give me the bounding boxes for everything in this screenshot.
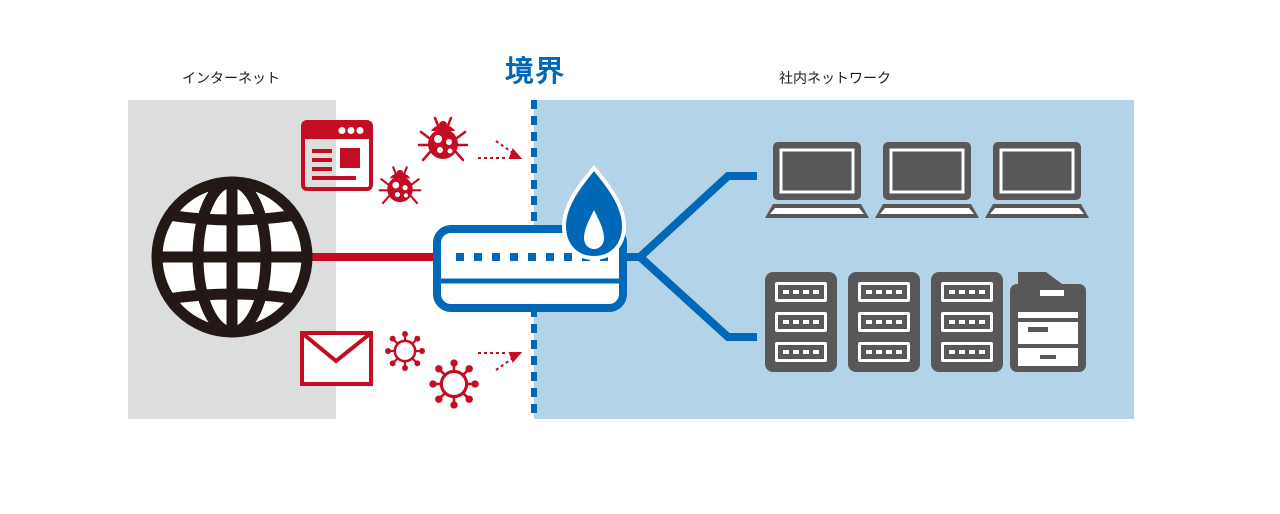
flame-icon	[561, 164, 627, 261]
virus-icon	[427, 357, 481, 411]
mail-envelope-icon	[300, 331, 373, 386]
browser-window-icon	[301, 120, 373, 191]
attack-arrow-lower	[478, 352, 523, 371]
internet-label: インターネット	[182, 71, 280, 87]
internet-connection-line	[300, 253, 436, 261]
intranet-branch-lines	[626, 172, 757, 341]
boundary-label: 境界	[504, 54, 565, 88]
laptop-icon	[763, 140, 871, 220]
laptop-icon	[983, 140, 1091, 220]
globe-icon	[151, 176, 313, 338]
bug-icon	[417, 116, 469, 162]
server-rack-icon	[931, 272, 1003, 372]
server-rack-icon	[765, 272, 837, 372]
virus-icon	[383, 329, 427, 373]
bug-icon	[378, 166, 422, 205]
laptop-icon	[873, 140, 981, 220]
attack-arrow-upper	[478, 140, 523, 159]
server-rack-icon	[848, 272, 920, 372]
intranet-label: 社内ネットワーク	[779, 71, 891, 87]
printer-icon	[1010, 272, 1086, 372]
